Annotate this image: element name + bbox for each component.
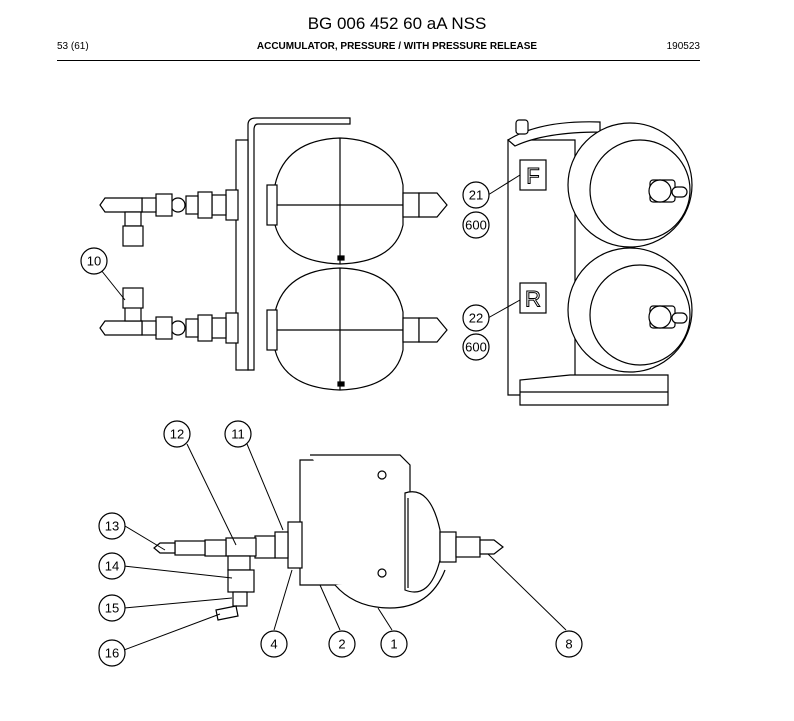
document-date: 190523 <box>666 41 700 52</box>
callout-label: 16 <box>105 646 119 661</box>
plate-letter-lower: R <box>525 287 541 312</box>
plate-letter-upper: F <box>526 164 539 189</box>
leader-lines <box>100 174 567 651</box>
callout-label: 13 <box>105 519 119 534</box>
callout-label: 1 <box>390 637 397 652</box>
callout-10: 10 <box>80 247 108 275</box>
callout-1: 1 <box>380 630 408 658</box>
callout-16: 16 <box>98 639 126 667</box>
callout-14: 14 <box>98 552 126 580</box>
callout-22: 22 <box>462 304 490 332</box>
double-accumulator-side-view <box>99 117 448 391</box>
callout-2: 2 <box>328 630 356 658</box>
callout-13: 13 <box>98 512 126 540</box>
callout-label: 22 <box>469 311 483 326</box>
callout-600-upper: 600 <box>462 211 490 239</box>
section-title: ACCUMULATOR, PRESSURE / WITH PRESSURE RE… <box>256 41 538 52</box>
callout-label: 15 <box>105 601 119 616</box>
callout-8: 8 <box>555 630 583 658</box>
header-rule <box>57 60 700 61</box>
callout-label: 600 <box>465 340 487 355</box>
callout-label: 600 <box>465 218 487 233</box>
callout-label: 11 <box>231 427 245 442</box>
callout-12: 12 <box>163 420 191 448</box>
single-accumulator-assembly <box>153 454 504 621</box>
callout-label: 8 <box>565 637 572 652</box>
document-title: BG 006 452 60 aA NSS <box>307 14 487 33</box>
callout-4: 4 <box>260 630 288 658</box>
callout-label: 14 <box>105 559 119 574</box>
callout-label: 12 <box>170 427 184 442</box>
callout-label: 10 <box>87 254 101 269</box>
callout-15: 15 <box>98 594 126 622</box>
callout-label: 21 <box>469 188 483 203</box>
callout-600-lower: 600 <box>462 333 490 361</box>
page-reference: 53 (61) <box>57 41 89 52</box>
callout-label: 2 <box>338 637 345 652</box>
callout-label: 4 <box>270 637 277 652</box>
double-accumulator-front-view: F R <box>506 119 693 406</box>
callout-11: 11 <box>224 420 252 448</box>
callout-21: 21 <box>462 181 490 209</box>
